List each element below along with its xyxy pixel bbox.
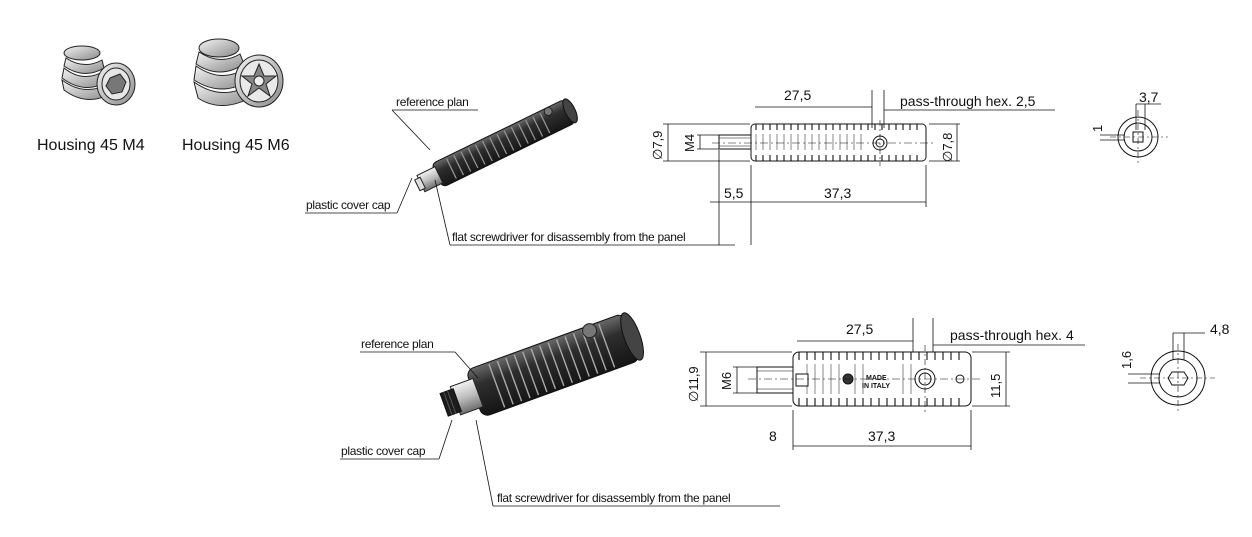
housing-m4-label: Housing 45 M4: [37, 137, 145, 154]
m4-dim-thread: M4: [682, 134, 697, 152]
m6-dim-side-width: 4,8: [1210, 321, 1230, 337]
m6-3d-view: [439, 312, 644, 417]
m4-end-view: [1100, 103, 1168, 164]
m6-dim-dia-thread: ∅11,9: [686, 366, 701, 402]
m4-dim-total: 27,5: [784, 87, 811, 103]
housing-m6-label: Housing 45 M6: [182, 137, 290, 154]
m6-side-view: [748, 345, 980, 412]
m6-callouts: [340, 351, 780, 507]
m6-dim-pass-through: pass-through hex. 4: [950, 327, 1074, 343]
m6-dim-body: 37,3: [868, 428, 895, 444]
m6-cover-cap-label: plastic cover cap: [341, 444, 426, 458]
m6-reference-plan-label: reference plan: [361, 337, 434, 351]
m4-dim-side-height: 1: [1090, 125, 1105, 132]
m4-side-view: [712, 120, 935, 166]
m6-end-view: [1128, 332, 1215, 412]
m4-cover-cap-label: plastic cover cap: [306, 198, 391, 212]
m4-dimension-lines: [663, 90, 1055, 245]
m4-dim-body: 37,3: [824, 185, 851, 201]
housing-m4-thumbnail: [61, 45, 136, 106]
m4-screwdriver-label: flat screwdriver for disassembly from th…: [452, 230, 685, 244]
m6-dim-body-height: 11,5: [988, 374, 1003, 398]
m6-dimension-lines: [700, 318, 1085, 450]
m6-dim-total: 27,5: [846, 321, 873, 337]
m4-dim-tip: 5,5: [724, 185, 744, 201]
m4-dim-dia-thread: ∅7,9: [650, 131, 665, 160]
m4-3d-view: [414, 98, 578, 193]
m6-screwdriver-label: flat screwdriver for disassembly from th…: [497, 491, 730, 505]
housing-m6-thumbnail: [193, 38, 284, 108]
m4-dim-dia-body: ∅7,8: [940, 133, 955, 162]
m6-marking-line1: MADE: [866, 375, 887, 382]
m6-dim-thread: M6: [719, 372, 734, 390]
m6-marking-line2: IN ITALY: [862, 383, 890, 390]
m4-dim-pass-through: pass-through hex. 2,5: [900, 93, 1036, 109]
m4-callouts: [305, 109, 735, 246]
m6-dim-side-height: 1,6: [1119, 351, 1134, 369]
m4-dim-side-width: 3,7: [1139, 89, 1159, 105]
m4-reference-plan-label: reference plan: [396, 95, 469, 109]
m6-dim-tip: 8: [769, 428, 777, 444]
